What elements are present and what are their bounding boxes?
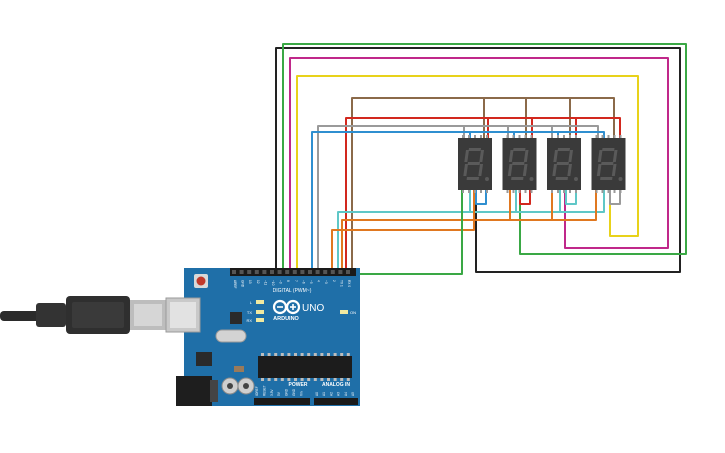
power-pin-label: GND (292, 388, 296, 396)
small-ic (230, 312, 242, 324)
power-pin-label: RESET (262, 385, 266, 396)
crystal (215, 329, 247, 343)
power-pin-label: GND (285, 388, 289, 396)
digital-pin[interactable] (239, 270, 244, 274)
power-pin-label: Vin (299, 391, 303, 396)
digital-pin-label: 12 (256, 280, 260, 284)
analog-pin-label: A3 (337, 392, 341, 396)
voltage-regulator (196, 352, 212, 366)
led-rx (256, 318, 264, 322)
digital-pin-label: ~10 (271, 280, 275, 286)
digital-pin-label: ~5 (309, 280, 313, 284)
wire-gray[interactable] (317, 125, 599, 270)
wire-blue[interactable] (311, 131, 605, 270)
digital-pin-label: RX 0 (347, 280, 351, 287)
power-jack (176, 376, 212, 406)
arduino-logo (272, 299, 301, 315)
analog-header (314, 398, 358, 405)
digital-pin-label: 8 (286, 280, 290, 282)
led-on-label: ON (350, 310, 356, 315)
digital-pin[interactable] (270, 270, 274, 274)
digital-pin[interactable] (323, 270, 328, 274)
digital-pin[interactable] (292, 270, 297, 274)
wire-yellow[interactable] (296, 75, 639, 270)
digital-pin[interactable] (277, 270, 282, 274)
wire-orange-upper[interactable] (341, 190, 597, 270)
atmega-chip (258, 356, 352, 378)
digital-pin[interactable] (315, 270, 320, 274)
led-tx-label: TX (247, 310, 252, 315)
digital-pin-label: 4 (317, 280, 321, 282)
led-on (340, 310, 348, 314)
digital-pin-label: ~3 (324, 280, 328, 284)
wire-red[interactable] (345, 117, 621, 270)
digital-pin-label: 13 (248, 280, 252, 284)
wire-magenta[interactable] (289, 57, 669, 270)
wire-teal[interactable] (337, 190, 605, 270)
wire-orange-lower[interactable] (331, 190, 475, 270)
logo-symbols (277, 304, 296, 310)
digital-pin[interactable] (232, 270, 236, 274)
analog-pin-label: A5 (351, 392, 355, 396)
arduino-uno-board[interactable]: DIGITAL (PWM~) ARDUINO UNO POWER ANALOG … (165, 268, 360, 406)
power-pin-label: 5V (277, 391, 281, 396)
brand-label: ARDUINO (273, 316, 299, 322)
power-pin-label: IOREF (255, 386, 259, 396)
model-label: UNO (302, 303, 324, 314)
led-tx (256, 310, 264, 314)
wire-green-outer[interactable] (282, 43, 687, 270)
led-rx-label: RX (246, 318, 252, 323)
seven-segment-displays (458, 135, 626, 193)
digital-pin-label: 2 (332, 280, 336, 282)
analog-header-label: ANALOG IN (322, 382, 350, 388)
wires (275, 43, 687, 275)
analog-pin-label: A2 (329, 392, 333, 396)
seven-segment-display[interactable] (547, 135, 581, 193)
wire-black[interactable] (275, 47, 681, 273)
digital-pin[interactable] (346, 270, 350, 274)
digital-pin[interactable] (247, 270, 252, 274)
digital-pin[interactable] (262, 270, 267, 274)
analog-pin-label: A1 (322, 392, 326, 396)
seven-segment-display[interactable] (458, 135, 492, 193)
digital-pin[interactable] (254, 270, 259, 274)
led-l-label: L (250, 300, 253, 305)
digital-pin-label: ~11 (263, 280, 267, 285)
digital-pin-label: TX 1 (339, 280, 343, 287)
digital-pin[interactable] (285, 270, 290, 274)
digital-pin-label: 7 (294, 280, 298, 282)
seven-segment-display[interactable] (591, 135, 626, 193)
led-l (256, 300, 264, 304)
usb-cable[interactable] (0, 296, 166, 334)
analog-pin-label: A4 (344, 392, 348, 396)
digital-pin[interactable] (308, 270, 312, 274)
power-header-label: POWER (289, 382, 308, 388)
digital-pin-label: GND (241, 280, 245, 288)
digital-pin[interactable] (338, 270, 343, 274)
digital-pin[interactable] (330, 270, 335, 274)
power-header (254, 398, 310, 405)
digital-pin-label: AREF (233, 280, 237, 289)
digital-pin-label: ~9 (279, 280, 283, 284)
power-pin-label: 3.3V (270, 389, 274, 396)
digital-pin-label: ~6 (301, 280, 305, 284)
wire-brown[interactable] (351, 97, 615, 270)
analog-pin-label: A0 (315, 392, 319, 396)
digital-pin[interactable] (300, 270, 305, 274)
seven-segment-display[interactable] (502, 135, 537, 193)
digital-header-label: DIGITAL (PWM~) (273, 288, 312, 294)
